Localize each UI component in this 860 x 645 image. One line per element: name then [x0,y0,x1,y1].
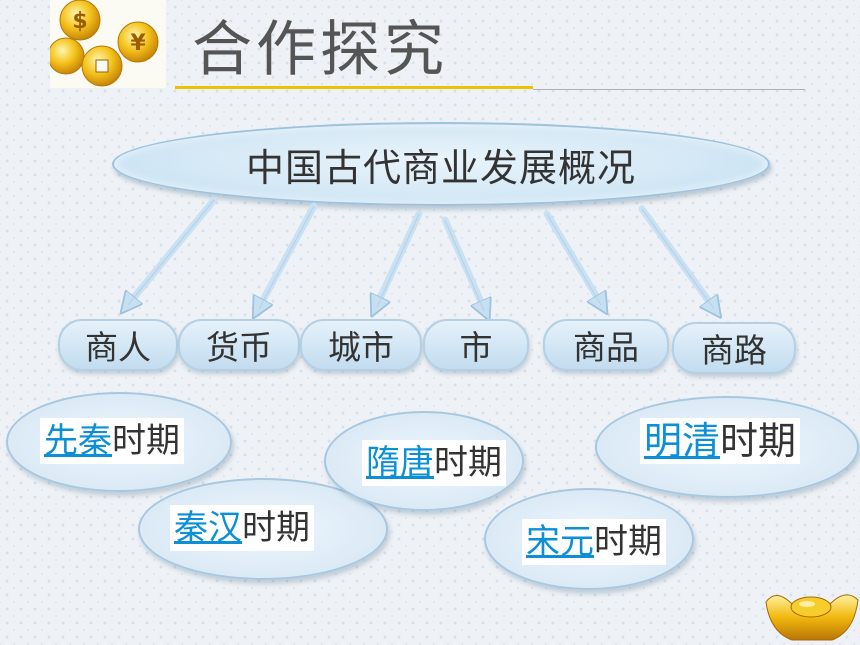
category-goods: 商品 [543,319,669,371]
category-label: 市 [459,328,493,367]
period-label-ming-qing: 明清时期 [640,418,801,464]
arrow-to-trade-routes [638,205,716,311]
period-suffix: 时期 [594,522,662,562]
main-topic-ellipse: 中国古代商业发展概况 [112,122,770,206]
svg-text:$: $ [72,9,87,34]
period-suffix: 时期 [720,419,797,463]
period-link-qin-han[interactable]: 秦汉 [174,508,242,548]
category-label: 货币 [206,328,272,367]
category-label: 商路 [701,331,767,370]
category-trade-routes: 商路 [672,322,796,374]
category-label: 商人 [85,328,151,367]
category-merchants: 商人 [58,319,178,371]
category-city: 城市 [300,319,422,371]
period-suffix: 时期 [434,443,502,483]
category-label: 商品 [573,328,639,367]
arrow-to-currency [257,202,318,311]
period-link-song-yuan[interactable]: 宋元 [526,522,594,562]
svg-text:¥: ¥ [130,31,146,56]
period-label-qin-han: 秦汉时期 [170,505,314,551]
arrow-to-goods [543,210,603,307]
gold-coins-icon: $ ¥ [50,0,166,88]
category-label: 城市 [328,328,394,367]
title-underline-extension [533,89,805,90]
gold-ingot-icon [765,594,859,641]
arrow-to-city [375,210,423,309]
period-link-pre-qin[interactable]: 先秦 [44,421,112,461]
main-topic-label: 中国古代商业发展概况 [245,145,636,190]
title-underline [175,86,533,89]
period-label-song-yuan: 宋元时期 [522,519,666,565]
period-suffix: 时期 [242,508,310,548]
arrow-to-merchants [126,196,218,307]
arrow-to-market [441,216,486,313]
category-market: 市 [423,319,529,371]
period-suffix: 时期 [112,421,180,461]
category-currency: 货币 [178,319,300,371]
period-link-ming-qing[interactable]: 明清 [644,419,721,463]
period-link-sui-tang[interactable]: 隋唐 [366,443,434,483]
page-title: 合作探究 [192,15,448,85]
period-label-sui-tang: 隋唐时期 [362,440,506,486]
period-label-pre-qin: 先秦时期 [40,418,184,464]
